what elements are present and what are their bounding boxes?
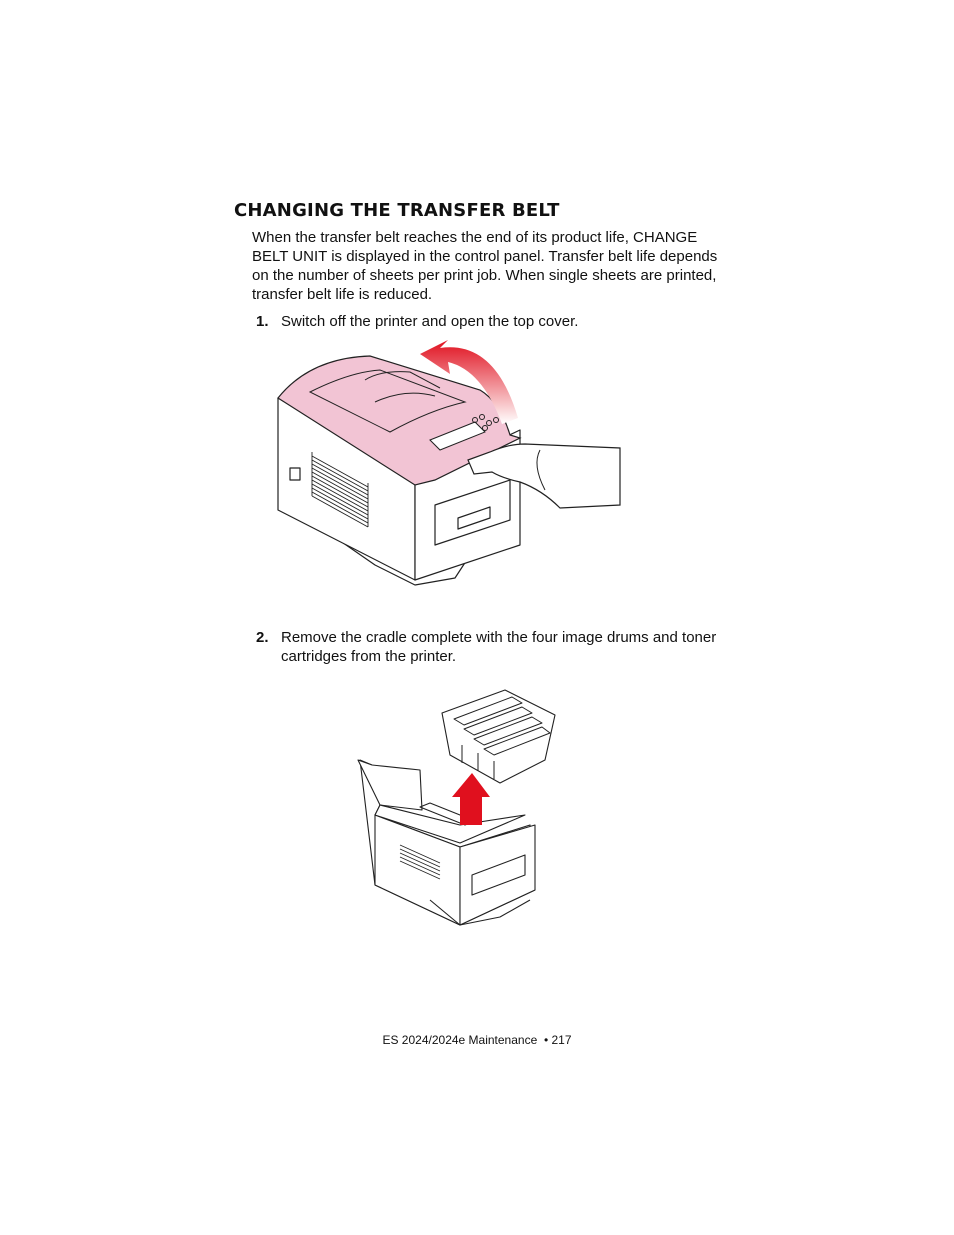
- step-2: 2. Remove the cradle complete with the f…: [256, 628, 726, 666]
- cradle-removal-illustration: [357, 689, 556, 926]
- top-cover-highlight: [277, 355, 522, 486]
- step-2-text: Remove the cradle complete with the four…: [281, 629, 717, 665]
- page-title: CHANGING THE TRANSFER BELT: [234, 200, 560, 221]
- drum-cradle: [441, 689, 556, 784]
- page-footer: ES 2024/2024e Maintenance • 217: [0, 1033, 954, 1047]
- footer-title: ES 2024/2024e Maintenance: [382, 1033, 538, 1047]
- step-1-number: 1.: [256, 313, 269, 330]
- printer-open-cover-illustration: [277, 340, 621, 586]
- step-1: 1. Switch off the printer and open the t…: [256, 312, 726, 331]
- lift-arrow: [452, 773, 490, 825]
- step-1-text: Switch off the printer and open the top …: [281, 313, 579, 330]
- step-2-number: 2.: [256, 629, 269, 646]
- page-number: 217: [551, 1033, 572, 1047]
- open-direction-arrow: [420, 340, 518, 424]
- footer-bullet: •: [543, 1033, 549, 1047]
- intro-paragraph: When the transfer belt reaches the end o…: [252, 229, 718, 303]
- hand: [467, 443, 621, 509]
